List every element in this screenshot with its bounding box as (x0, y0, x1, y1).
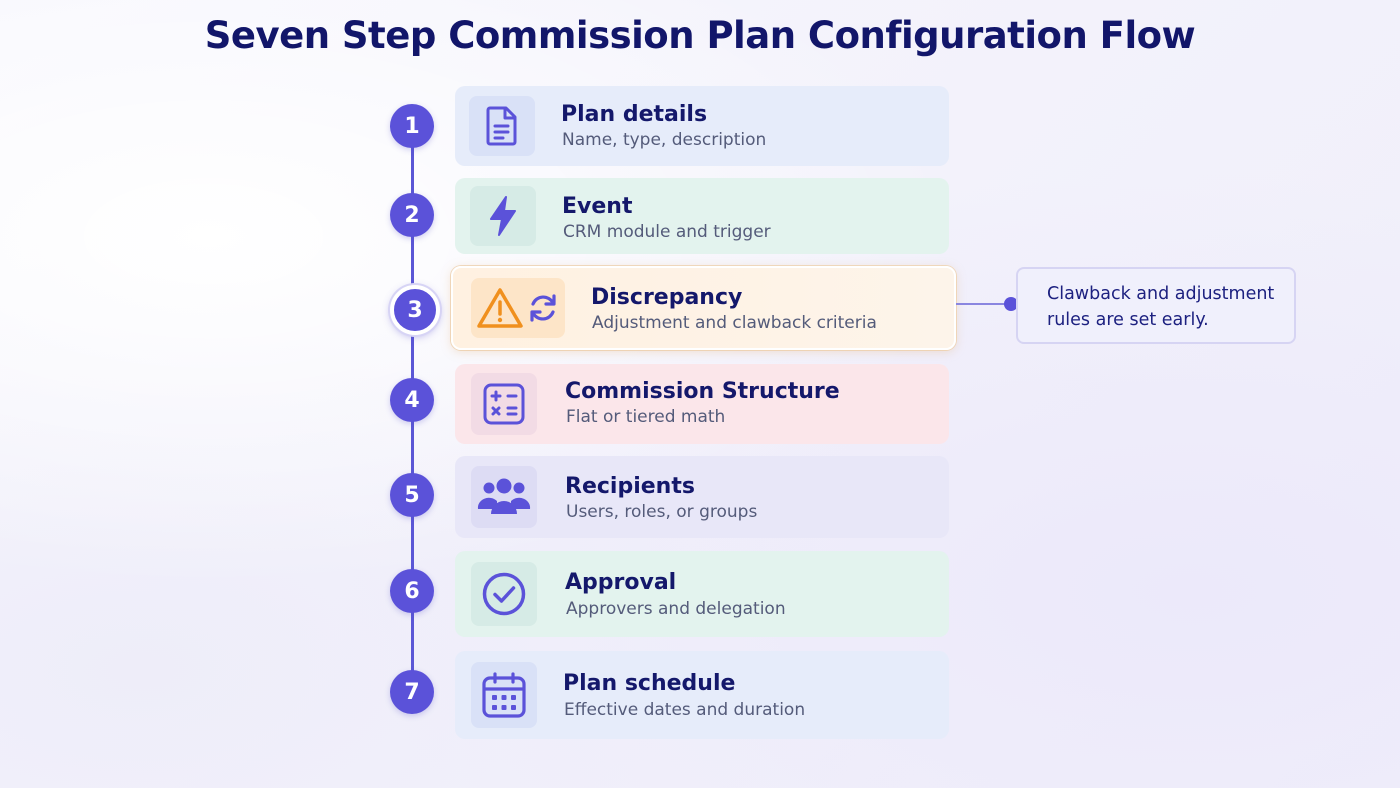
step-card-approval[interactable]: Approval Approvers and delegation (455, 551, 949, 637)
step-title: Approval (565, 570, 677, 595)
step-icon-box (470, 186, 536, 246)
step-title: Event (562, 194, 633, 219)
step-number-3: 3 (390, 285, 440, 335)
step-subtitle: Flat or tiered math (566, 407, 726, 427)
callout-line-2: rules are set early. (1047, 310, 1209, 330)
step-card-plan-schedule[interactable]: Plan schedule Effective dates and durati… (455, 651, 949, 739)
callout-connector (956, 303, 1012, 305)
step-number-1: 1 (390, 104, 434, 148)
step-icon-box (471, 278, 565, 338)
callout-note: Clawback and adjustment rules are set ea… (1016, 267, 1296, 344)
step-subtitle: Name, type, description (562, 130, 767, 150)
callout-line-1: Clawback and adjustment (1047, 284, 1275, 304)
step-number-4: 4 (390, 378, 434, 422)
step-title: Discrepancy (591, 285, 743, 310)
step-subtitle: Users, roles, or groups (566, 502, 758, 522)
step-subtitle: Approvers and delegation (566, 599, 786, 619)
step-card-discrepancy[interactable]: Discrepancy Adjustment and clawback crit… (451, 266, 956, 350)
step-number-2: 2 (390, 193, 434, 237)
checkmark-circle-icon (482, 572, 526, 616)
callout-dot (1004, 297, 1018, 311)
refresh-icon (530, 294, 556, 322)
people-icon (477, 478, 531, 514)
step-card-recipients[interactable]: Recipients Users, roles, or groups (455, 456, 949, 538)
warning-icon (477, 288, 523, 328)
step-number-6: 6 (390, 569, 434, 613)
page-title: Seven Step Commission Plan Configuration… (204, 14, 1196, 57)
calculator-icon (483, 383, 525, 425)
step-icon-box (471, 373, 537, 435)
step-icon-box (469, 96, 535, 156)
step-subtitle: CRM module and trigger (563, 222, 771, 242)
document-icon (486, 106, 517, 146)
step-card-commission-structure[interactable]: Commission Structure Flat or tiered math (455, 364, 949, 444)
step-number-7: 7 (390, 670, 434, 714)
lightning-icon (490, 196, 516, 236)
step-title: Commission Structure (565, 379, 840, 404)
calendar-icon (482, 672, 526, 718)
step-card-plan-details[interactable]: Plan details Name, type, description (455, 86, 949, 166)
step-icon-box (471, 562, 537, 626)
step-title: Plan details (561, 102, 708, 127)
step-subtitle: Adjustment and clawback criteria (592, 313, 877, 333)
step-title: Recipients (565, 474, 695, 499)
step-icon-box (471, 662, 537, 728)
step-subtitle: Effective dates and duration (564, 700, 806, 720)
step-title: Plan schedule (563, 671, 736, 696)
step-icon-box (471, 466, 537, 528)
step-card-event[interactable]: Event CRM module and trigger (455, 178, 949, 254)
step-number-5: 5 (390, 473, 434, 517)
